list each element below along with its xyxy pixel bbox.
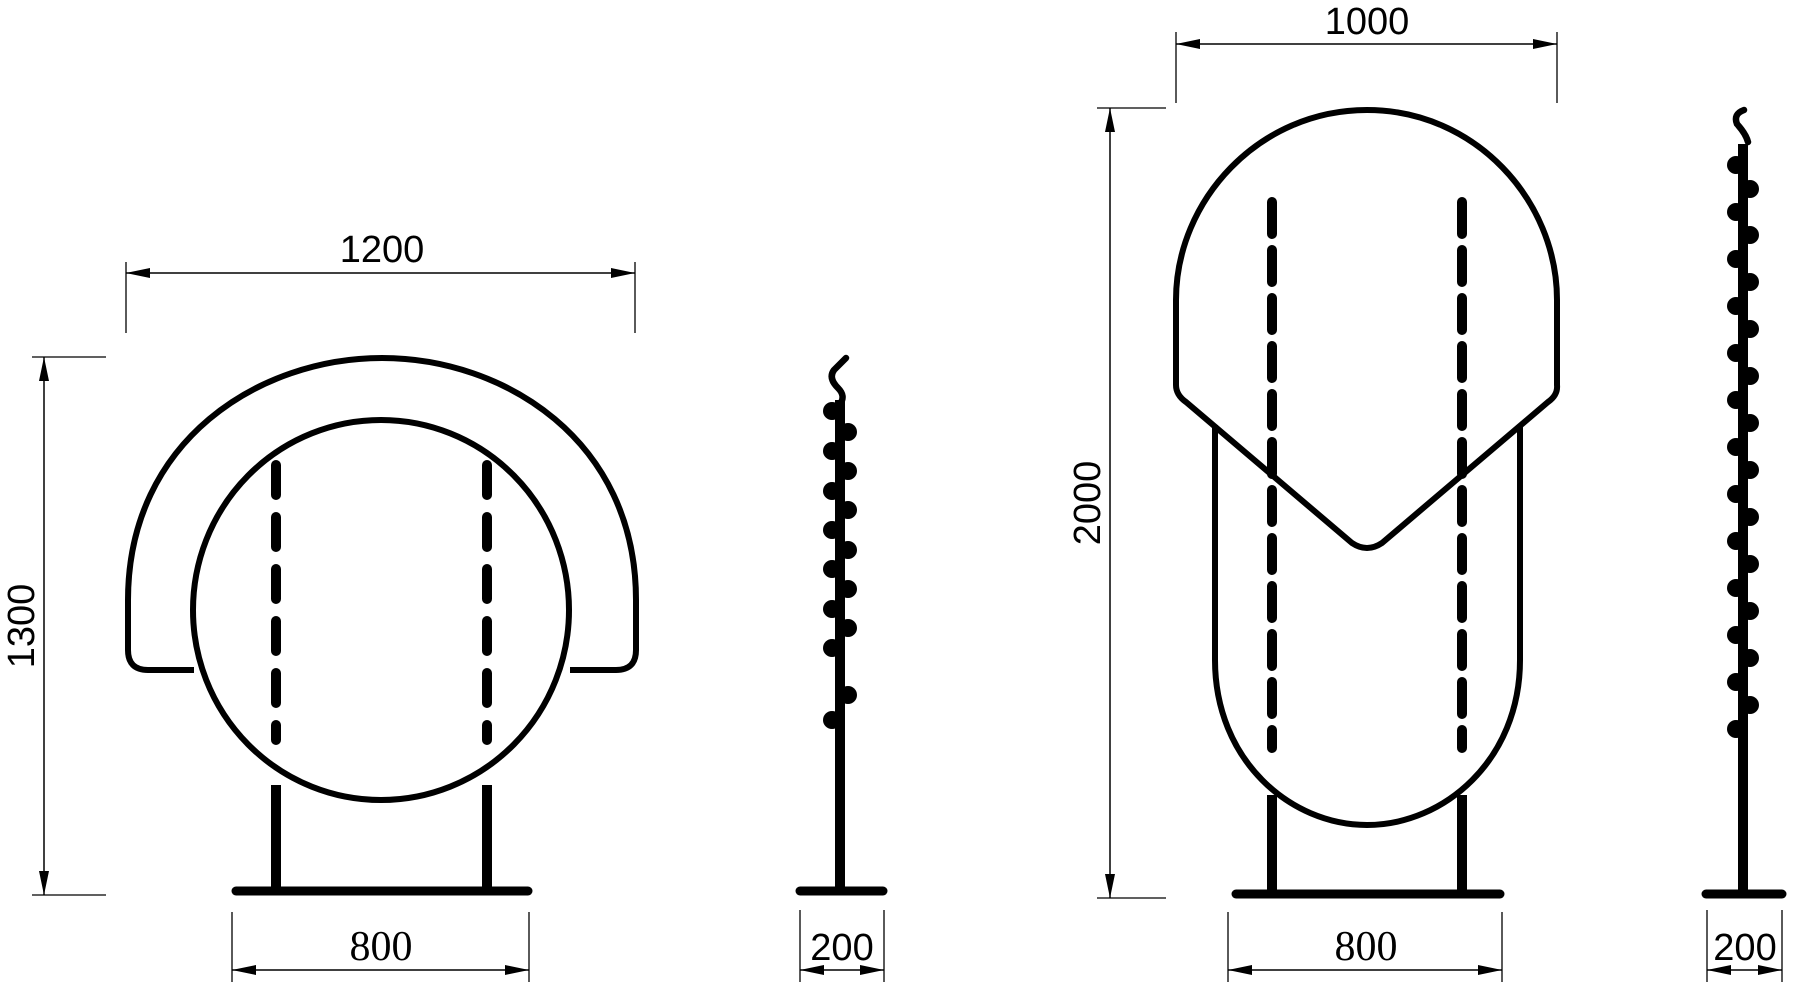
dimension-base-800: 800 xyxy=(1227,912,1503,982)
depth-label: 200 xyxy=(1713,927,1776,969)
dimension-height-2000: 2000 xyxy=(1067,107,1166,899)
height-label: 2000 xyxy=(1067,461,1109,546)
base-label: 800 xyxy=(350,924,413,970)
upper-shield xyxy=(1173,106,1561,551)
hook-icon xyxy=(828,354,850,408)
inner-ring xyxy=(190,417,572,803)
left-front-view: 1200 1300 800 xyxy=(1,229,639,982)
left-side-view: 200 xyxy=(795,354,888,982)
height-label: 1300 xyxy=(1,584,43,669)
width-label: 1200 xyxy=(340,229,425,271)
right-front-view: 1000 2000 800 xyxy=(1067,1,1561,982)
dimension-height-1300: 1300 xyxy=(1,356,106,896)
knob-row xyxy=(1727,156,1759,738)
outer-arch xyxy=(125,354,639,673)
dimension-depth-200-left: 200 xyxy=(799,910,885,982)
dimension-width-1000: 1000 xyxy=(1175,1,1558,103)
width-label: 1000 xyxy=(1325,1,1410,43)
lower-body xyxy=(1212,425,1523,829)
knob-row xyxy=(823,402,857,729)
dimension-width-1200: 1200 xyxy=(125,229,636,333)
right-side-view: 200 xyxy=(1701,106,1787,982)
base-label: 800 xyxy=(1335,924,1398,970)
dimension-depth-200-right: 200 xyxy=(1706,910,1783,982)
depth-label: 200 xyxy=(810,927,873,969)
dimension-base-800: 800 xyxy=(231,912,530,982)
hook-icon xyxy=(1732,106,1752,146)
